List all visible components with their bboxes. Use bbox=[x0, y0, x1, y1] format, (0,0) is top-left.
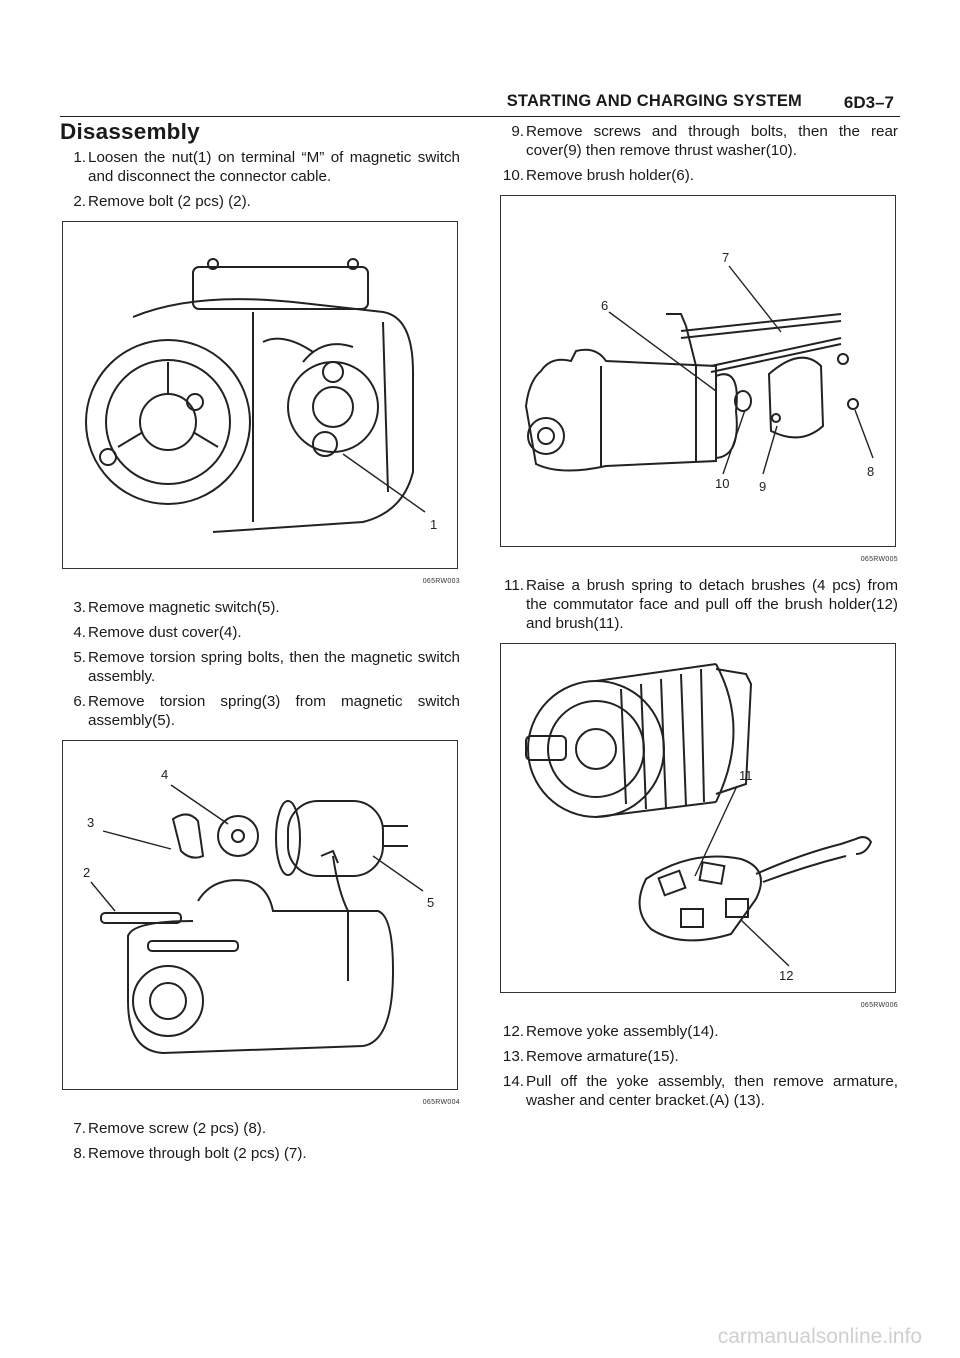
callout-4: 4 bbox=[161, 767, 168, 782]
step-list: 12.Remove yoke assembly(14). 13.Remove a… bbox=[498, 1022, 898, 1110]
step-text: Remove torsion spring(3) from magnetic s… bbox=[88, 693, 460, 729]
callout-11: 11 bbox=[739, 768, 753, 783]
step-item: 11.Raise a brush spring to detach brushe… bbox=[498, 576, 898, 633]
step-number: 9. bbox=[511, 123, 524, 140]
step-item: 9.Remove screws and through bolts, then … bbox=[498, 122, 898, 160]
step-text: Loosen the nut(1) on terminal “M” of mag… bbox=[88, 149, 460, 185]
step-number: 1. bbox=[73, 149, 86, 166]
starter-motor-illustration: 1 bbox=[85, 258, 437, 533]
step-text: Remove screw (2 pcs) (8). bbox=[88, 1120, 267, 1137]
step-number: 13. bbox=[502, 1048, 524, 1065]
step-number: 8. bbox=[73, 1145, 86, 1162]
step-item: 5.Remove torsion spring bolts, then the … bbox=[60, 648, 460, 686]
step-number: 12. bbox=[502, 1023, 524, 1040]
step-number: 14. bbox=[502, 1073, 524, 1090]
figure-code: 065RW004 bbox=[422, 1099, 460, 1106]
callout-10: 10 bbox=[715, 476, 729, 491]
figure-code: 065RW006 bbox=[860, 1002, 898, 1009]
step-item: 4.Remove dust cover(4). bbox=[60, 623, 460, 642]
step-text: Remove brush holder(6). bbox=[526, 167, 694, 184]
step-text: Raise a brush spring to detach brushes (… bbox=[526, 577, 898, 632]
step-item: 10.Remove brush holder(6). bbox=[498, 166, 898, 185]
callout-1: 1 bbox=[430, 517, 437, 532]
step-list: 7.Remove screw (2 pcs) (8). 8.Remove thr… bbox=[60, 1119, 460, 1163]
step-text: Remove magnetic switch(5). bbox=[88, 599, 280, 616]
step-item: 8.Remove through bolt (2 pcs) (7). bbox=[60, 1144, 460, 1163]
callout-8: 8 bbox=[867, 464, 874, 479]
step-item: 1.Loosen the nut(1) on terminal “M” of m… bbox=[60, 148, 460, 186]
step-item: 2.Remove bolt (2 pcs) (2). bbox=[60, 192, 460, 211]
step-number: 10. bbox=[502, 167, 524, 184]
figure-code: 065RW005 bbox=[860, 556, 898, 563]
figure-code: 065RW003 bbox=[422, 578, 460, 585]
step-text: Pull off the yoke assembly, then remove … bbox=[526, 1073, 898, 1109]
step-list: 11.Raise a brush spring to detach brushe… bbox=[498, 576, 898, 633]
step-item: 6.Remove torsion spring(3) from magnetic… bbox=[60, 692, 460, 730]
header-rule bbox=[60, 116, 900, 117]
step-number: 3. bbox=[73, 599, 86, 616]
section-title: STARTING AND CHARGING SYSTEM bbox=[506, 92, 802, 110]
step-text: Remove through bolt (2 pcs) (7). bbox=[88, 1145, 307, 1162]
step-text: Remove dust cover(4). bbox=[88, 624, 242, 641]
step-item: 3.Remove magnetic switch(5). bbox=[60, 598, 460, 617]
step-list: 1.Loosen the nut(1) on terminal “M” of m… bbox=[60, 148, 460, 211]
callout-7: 7 bbox=[722, 250, 729, 265]
step-number: 6. bbox=[73, 693, 86, 710]
figure-armature-brush-holder: 11 12 bbox=[500, 643, 896, 993]
step-text: Remove bolt (2 pcs) (2). bbox=[88, 193, 251, 210]
figure-magnetic-switch: 4 3 2 5 bbox=[62, 740, 458, 1090]
step-item: 12.Remove yoke assembly(14). bbox=[498, 1022, 898, 1041]
callout-12: 12 bbox=[779, 968, 793, 983]
step-number: 5. bbox=[73, 649, 86, 666]
step-item: 14.Pull off the yoke assembly, then remo… bbox=[498, 1072, 898, 1110]
step-text: Remove armature(15). bbox=[526, 1048, 679, 1065]
callout-6: 6 bbox=[601, 298, 608, 313]
callout-2: 2 bbox=[83, 865, 90, 880]
step-item: 7.Remove screw (2 pcs) (8). bbox=[60, 1119, 460, 1138]
step-text: Remove yoke assembly(14). bbox=[526, 1023, 719, 1040]
watermark: carmanualsonline.info bbox=[717, 1325, 922, 1348]
step-number: 11. bbox=[504, 577, 524, 594]
left-column: Disassembly 1.Loosen the nut(1) on termi… bbox=[60, 119, 460, 1169]
right-column: 9.Remove screws and through bolts, then … bbox=[498, 122, 898, 1116]
callout-9: 9 bbox=[759, 479, 766, 494]
section-heading: Disassembly bbox=[60, 119, 200, 144]
callout-5: 5 bbox=[427, 895, 434, 910]
figure-rear-cover: 7 6 10 9 8 bbox=[500, 195, 896, 547]
figure-starter-motor: 1 bbox=[62, 221, 458, 569]
step-number: 2. bbox=[73, 193, 86, 210]
page-number: 6D3–7 bbox=[843, 93, 894, 112]
page-header: STARTING AND CHARGING SYSTEM 6D3–7 bbox=[60, 88, 900, 118]
step-number: 7. bbox=[73, 1120, 86, 1137]
step-text: Remove torsion spring bolts, then the ma… bbox=[88, 649, 460, 685]
step-text: Remove screws and through bolts, then th… bbox=[526, 123, 898, 159]
rear-cover-illustration: 7 6 10 9 8 bbox=[524, 250, 874, 494]
callout-3: 3 bbox=[87, 815, 94, 830]
armature-brush-holder-illustration: 11 12 bbox=[525, 663, 873, 983]
step-number: 4. bbox=[73, 624, 86, 641]
step-list: 9.Remove screws and through bolts, then … bbox=[498, 122, 898, 185]
magnetic-switch-illustration: 4 3 2 5 bbox=[83, 767, 434, 1055]
step-list: 3.Remove magnetic switch(5). 4.Remove du… bbox=[60, 598, 460, 730]
step-item: 13.Remove armature(15). bbox=[498, 1047, 898, 1066]
